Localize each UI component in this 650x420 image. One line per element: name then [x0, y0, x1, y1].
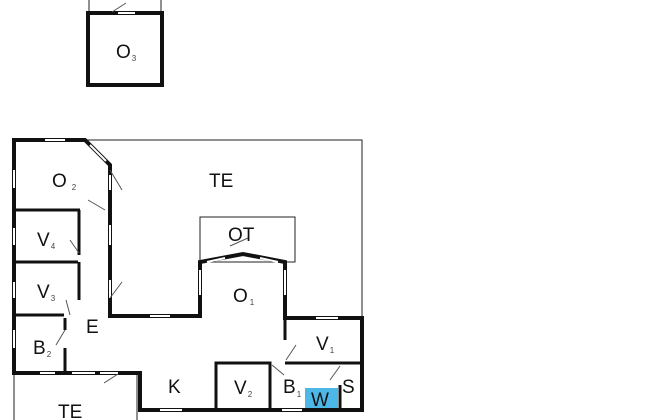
terrace-outlines	[13, 139, 363, 420]
room-label-v1: V1	[316, 334, 335, 355]
room-label-ot: OT	[228, 225, 255, 246]
room-label-k: K	[168, 377, 181, 398]
interior-walls	[14, 169, 362, 412]
room-label-te-bottom: TE	[58, 402, 82, 420]
room-label-s: S	[342, 377, 355, 398]
room-label-b1: B1	[283, 377, 302, 399]
exterior-walls	[12, 138, 364, 412]
room-label-w: W	[311, 390, 329, 411]
room-label-o3: O3	[116, 42, 137, 63]
room-label-te-top: TE	[209, 171, 233, 192]
outbuilding-o3	[86, 0, 164, 87]
room-label-v4: V4	[37, 230, 56, 251]
room-label-v3: V3	[37, 282, 56, 303]
room-label-e: E	[86, 317, 99, 338]
room-label-b2: B2	[33, 338, 52, 359]
wc-highlight	[305, 388, 338, 408]
room-label-v2: V2	[234, 378, 253, 399]
